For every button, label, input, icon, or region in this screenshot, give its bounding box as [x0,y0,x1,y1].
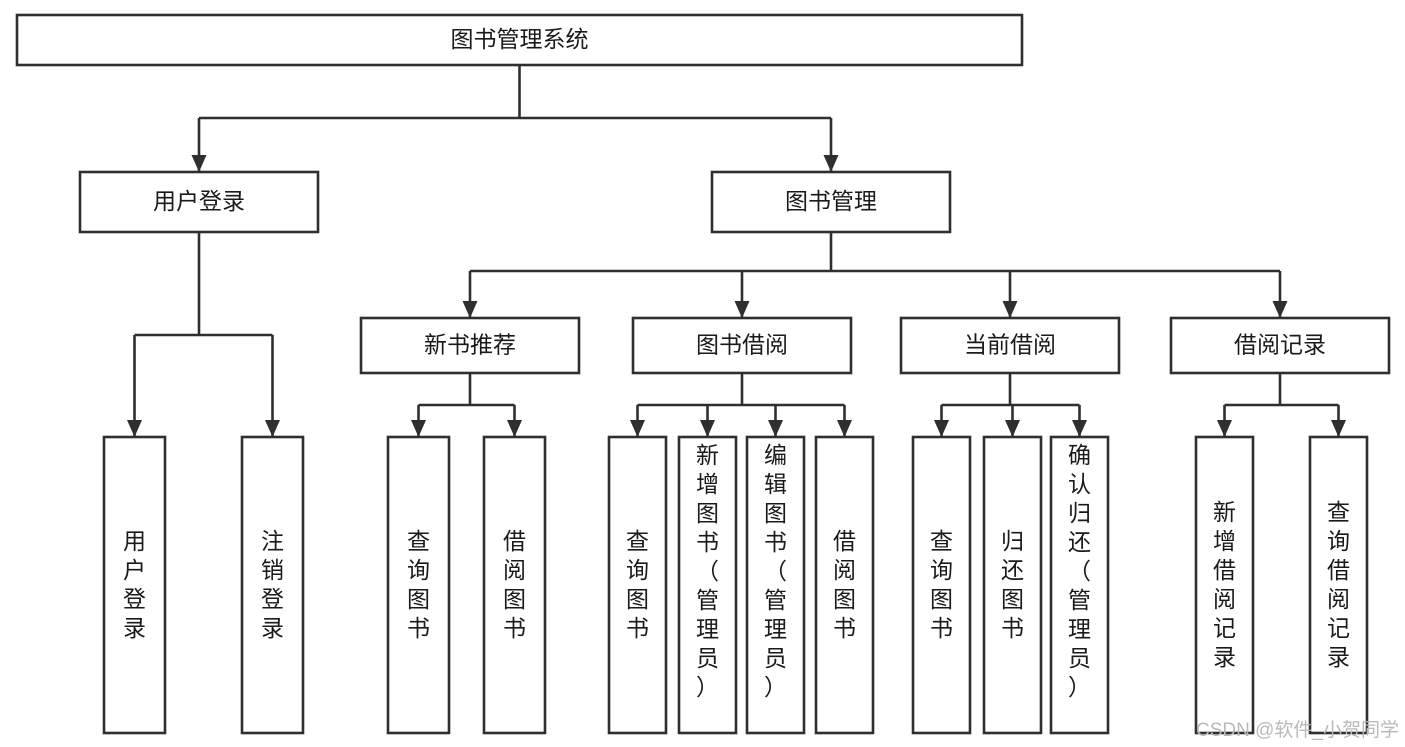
node-leaf-user-logout[interactable]: 注销登录 [240,435,305,735]
node-box-leaf-query-book-current[interactable] [911,435,972,735]
arrow-head-icon [768,420,783,437]
arrow-head-icon [823,155,839,172]
node-leaf-query-borrow-record[interactable]: 查询借阅记录 [1308,435,1369,735]
node-label-book-manage: 图书管理 [785,188,877,214]
node-label-leaf-add-book-admin: 新增图书（管理员） [696,442,719,700]
node-box-leaf-user-login[interactable] [102,435,167,735]
node-box-leaf-confirm-return-admin[interactable] [1049,435,1110,735]
node-book-borrow[interactable]: 图书借阅 [631,316,853,375]
node-box-leaf-edit-book-admin[interactable] [745,435,806,735]
node-leaf-borrow-book-recommend[interactable]: 借阅图书 [482,435,547,735]
node-box-leaf-borrow-book[interactable] [814,435,875,735]
node-layer: 图书管理系统用户登录图书管理新书推荐图书借阅当前借阅借阅记录用户登录注销登录查询… [15,13,1391,735]
node-label-user-login: 用户登录 [153,188,245,214]
node-box-leaf-return-book[interactable] [982,435,1043,735]
node-label-book-borrow: 图书借阅 [696,332,788,358]
node-leaf-add-book-admin[interactable]: 新增图书（管理员） [677,435,738,735]
node-box-leaf-query-book-recommend[interactable] [386,435,451,735]
node-label-leaf-user-login: 用户登录 [123,528,146,641]
node-root[interactable]: 图书管理系统 [15,13,1024,67]
arrow-head-icon [734,301,750,318]
arrow-head-icon [700,420,715,437]
node-box-book-manage[interactable] [710,170,952,234]
node-leaf-confirm-return-admin[interactable]: 确认归还（管理员） [1049,435,1110,735]
node-box-new-book-recommend[interactable] [359,316,581,375]
node-leaf-add-borrow-record[interactable]: 新增借阅记录 [1194,435,1255,735]
node-box-leaf-add-borrow-record[interactable] [1194,435,1255,735]
node-leaf-return-book[interactable]: 归还图书 [982,435,1043,735]
node-box-borrow-record[interactable] [1169,316,1391,375]
node-box-current-borrow[interactable] [899,316,1121,375]
node-box-leaf-borrow-book-recommend[interactable] [482,435,547,735]
arrow-head-icon [1002,301,1018,318]
node-leaf-borrow-book[interactable]: 借阅图书 [814,435,875,735]
node-label-leaf-query-borrow-record: 查询借阅记录 [1327,499,1350,670]
connector-layer [127,65,1346,437]
connector-group-current-borrow [934,373,1087,437]
arrow-head-icon [1072,420,1087,437]
node-label-root: 图书管理系统 [451,26,589,52]
arrow-head-icon [1217,420,1232,437]
node-box-leaf-query-book-borrow[interactable] [607,435,668,735]
arrow-head-icon [265,420,280,437]
node-new-book-recommend[interactable]: 新书推荐 [359,316,581,375]
node-box-book-borrow[interactable] [631,316,853,375]
node-label-leaf-return-book: 归还图书 [1001,528,1024,641]
node-label-leaf-confirm-return-admin: 确认归还（管理员） [1068,442,1091,700]
node-label-leaf-query-book-current: 查询图书 [930,528,953,641]
node-leaf-user-login[interactable]: 用户登录 [102,435,167,735]
node-label-leaf-query-book-recommend: 查询图书 [407,528,430,641]
node-label-leaf-add-borrow-record: 新增借阅记录 [1213,499,1236,670]
arrow-head-icon [411,420,426,437]
arrow-head-icon [1331,420,1346,437]
node-label-leaf-user-logout: 注销登录 [261,528,284,641]
node-label-leaf-borrow-book-recommend: 借阅图书 [503,528,526,641]
node-user-login[interactable]: 用户登录 [78,170,320,234]
connector-group-new-book-recommend [411,373,522,437]
node-label-new-book-recommend: 新书推荐 [424,332,516,358]
node-leaf-query-book-recommend[interactable]: 查询图书 [386,435,451,735]
arrow-head-icon [127,420,142,437]
arrow-head-icon [837,420,852,437]
node-leaf-edit-book-admin[interactable]: 编辑图书（管理员） [745,435,806,735]
connector-group-book-manage [462,232,1288,318]
connector-group-root [191,65,839,172]
arrow-head-icon [934,420,949,437]
arrow-head-icon [507,420,522,437]
connector-group-book-borrow [630,373,852,437]
node-box-leaf-user-logout[interactable] [240,435,305,735]
node-box-leaf-query-borrow-record[interactable] [1308,435,1369,735]
connector-group-borrow-record [1217,373,1346,437]
node-leaf-query-book-borrow[interactable]: 查询图书 [607,435,668,735]
arrow-head-icon [1272,301,1288,318]
connector-group-user-login [127,232,280,437]
node-box-root[interactable] [15,13,1024,67]
node-current-borrow[interactable]: 当前借阅 [899,316,1121,375]
node-box-user-login[interactable] [78,170,320,234]
node-leaf-query-book-current[interactable]: 查询图书 [911,435,972,735]
arrow-head-icon [1005,420,1020,437]
node-label-leaf-edit-book-admin: 编辑图书（管理员） [764,442,787,700]
arrow-head-icon [191,155,207,172]
node-label-leaf-borrow-book: 借阅图书 [833,528,856,641]
node-label-leaf-query-book-borrow: 查询图书 [626,528,649,641]
node-box-leaf-add-book-admin[interactable] [677,435,738,735]
node-label-current-borrow: 当前借阅 [964,332,1056,358]
node-label-borrow-record: 借阅记录 [1234,332,1326,358]
watermark-label: CSDN @软件_小贺同学 [1196,719,1399,741]
arrow-head-icon [462,301,478,318]
node-borrow-record[interactable]: 借阅记录 [1169,316,1391,375]
node-book-manage[interactable]: 图书管理 [710,170,952,234]
arrow-head-icon [630,420,645,437]
